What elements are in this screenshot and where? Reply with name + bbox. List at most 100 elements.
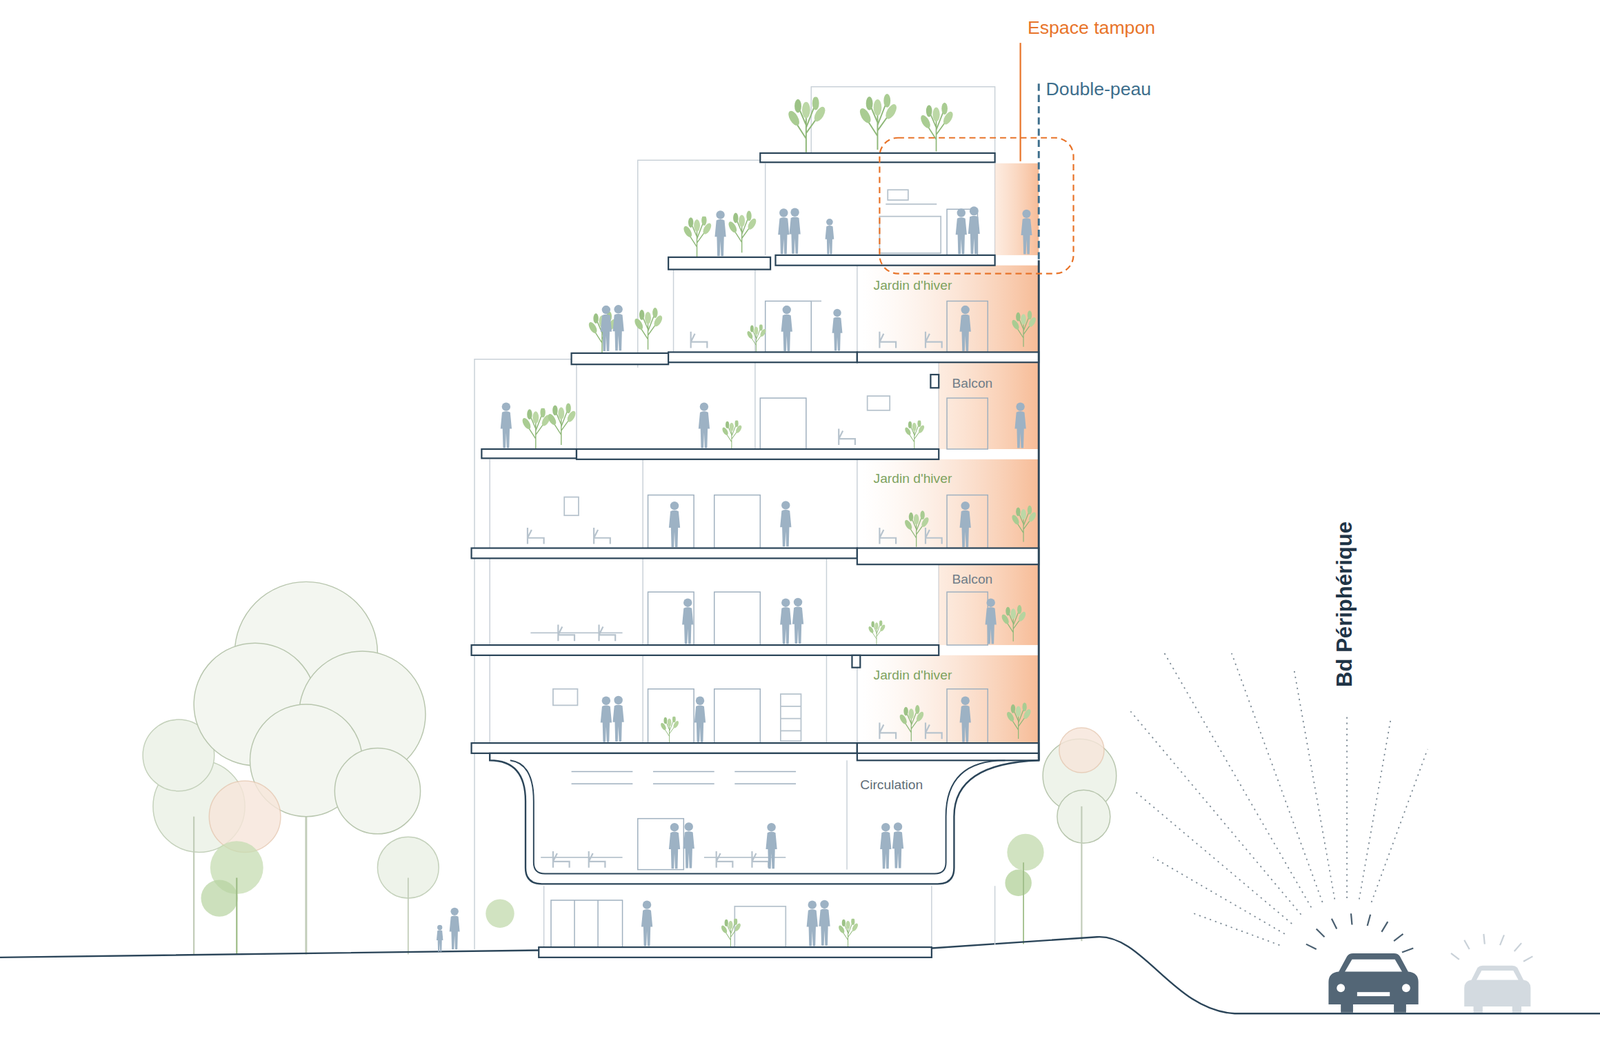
- door: [946, 300, 988, 352]
- floor-slab: [930, 374, 939, 388]
- curved-shell: [510, 760, 1006, 874]
- door: [946, 495, 988, 549]
- person: [960, 696, 972, 743]
- noise-tick: [1306, 944, 1317, 949]
- plant: [857, 93, 900, 150]
- double-skin: [1037, 260, 1040, 760]
- noise-ray: [1130, 711, 1301, 914]
- noise-ray: [1193, 913, 1280, 945]
- noise-ray: [1130, 651, 1428, 945]
- noise-tick: [1393, 933, 1403, 941]
- callout-label: Espace tampon: [1027, 17, 1156, 39]
- person: [985, 597, 997, 644]
- tree: [200, 879, 238, 916]
- buffer-zone: [938, 557, 1039, 645]
- noise-tick: [1367, 914, 1371, 926]
- tree: [407, 877, 409, 954]
- highlight-frame: [879, 137, 1074, 274]
- tree: [1059, 727, 1105, 773]
- furniture: [879, 216, 941, 254]
- space-label: Jardin d'hiver: [873, 471, 953, 487]
- chair: [879, 331, 896, 349]
- door: [648, 688, 695, 743]
- frame-line: [543, 885, 545, 947]
- furniture: [780, 730, 802, 732]
- furniture: [530, 189, 941, 947]
- person: [641, 900, 653, 946]
- tree: [485, 899, 514, 928]
- noise-ray: [1163, 651, 1312, 907]
- plant: [546, 402, 578, 445]
- ground-line: [0, 936, 1600, 1014]
- floor-slab: [481, 448, 577, 458]
- car: [1344, 959, 1403, 972]
- buffer-zone: [995, 163, 1040, 256]
- floor-slab: [471, 153, 1040, 958]
- frame-line: [846, 760, 847, 869]
- person: [892, 822, 904, 868]
- door: [734, 771, 796, 772]
- plant: [682, 215, 714, 258]
- furniture: [811, 300, 822, 303]
- plant: [1010, 505, 1038, 543]
- furniture: [530, 631, 623, 634]
- door: [714, 688, 761, 743]
- person: [683, 822, 695, 868]
- person: [436, 924, 444, 952]
- plant: [721, 420, 743, 449]
- plant: [660, 715, 680, 743]
- door: [648, 495, 695, 549]
- person: [968, 206, 980, 254]
- person: [600, 305, 612, 352]
- person: [449, 907, 460, 950]
- floor-slab: [775, 255, 995, 266]
- plant: [903, 510, 931, 547]
- door: [653, 783, 715, 785]
- person: [668, 822, 680, 869]
- chair: [879, 527, 896, 545]
- chair: [527, 331, 943, 868]
- car: [1476, 970, 1519, 980]
- person: [777, 208, 789, 254]
- plant: [720, 917, 742, 947]
- tree: [1080, 806, 1083, 941]
- frame-line: [575, 362, 577, 449]
- door: [648, 591, 695, 645]
- noise-tick: [1306, 913, 1414, 952]
- furniture: [780, 705, 802, 707]
- person: [832, 308, 843, 352]
- person: [612, 695, 624, 742]
- car: [1328, 953, 1418, 1013]
- plant: [633, 307, 665, 350]
- noise-tick: [1514, 942, 1522, 952]
- plant: [867, 620, 887, 645]
- tree: [1057, 789, 1111, 843]
- chair: [879, 722, 896, 740]
- plant: [904, 420, 926, 449]
- floor-slab: [471, 548, 858, 559]
- floor-slab: [857, 742, 1039, 760]
- noise-ray: [1135, 791, 1292, 924]
- tree: [208, 780, 281, 853]
- plant: [1005, 702, 1033, 739]
- door: [734, 783, 796, 785]
- person: [694, 696, 706, 743]
- frame-line: [673, 265, 674, 353]
- floor-slab: [668, 351, 858, 363]
- floor-slab: [538, 946, 932, 958]
- door: [637, 818, 685, 870]
- person: [955, 208, 967, 254]
- furniture: [867, 395, 891, 411]
- double-skin: [1037, 83, 1040, 260]
- space-label: Jardin d'hiver: [873, 278, 953, 294]
- person: [788, 208, 800, 254]
- person: [600, 696, 612, 743]
- frame-line: [994, 885, 996, 945]
- plant: [918, 102, 955, 152]
- floor-slab: [668, 257, 771, 270]
- floor-slab: [760, 153, 995, 163]
- noise-tick: [1464, 940, 1469, 949]
- person: [1014, 402, 1026, 448]
